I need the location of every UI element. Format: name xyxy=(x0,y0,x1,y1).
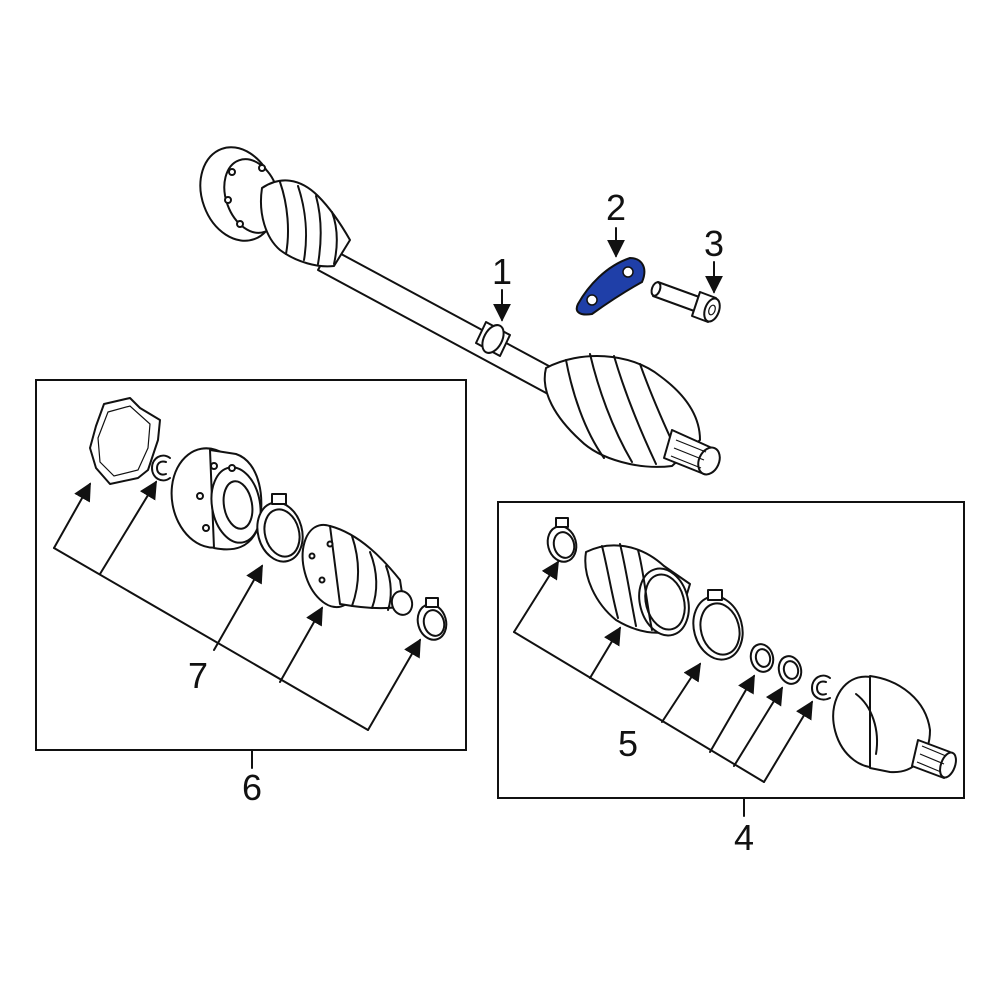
clamp-left-small[interactable] xyxy=(414,597,450,643)
washer-b[interactable] xyxy=(776,654,804,687)
circlip-right[interactable] xyxy=(811,674,831,701)
circlip-left[interactable] xyxy=(151,454,171,482)
bolt[interactable] xyxy=(650,281,723,324)
shield-plate[interactable] xyxy=(575,256,646,316)
inner-boot[interactable] xyxy=(294,519,415,617)
washer-a[interactable] xyxy=(748,642,776,675)
gasket[interactable] xyxy=(89,397,161,485)
inner-joint-housing[interactable] xyxy=(164,442,266,554)
outer-boot[interactable] xyxy=(584,543,696,641)
callout-5: 5 xyxy=(618,723,638,764)
outer-joint-kit-box xyxy=(497,501,965,799)
clamp-right-large[interactable] xyxy=(687,589,750,665)
callout-3: 3 xyxy=(704,223,724,264)
top-leader-lines xyxy=(493,227,723,322)
callout-4: 4 xyxy=(734,817,754,858)
callout-7: 7 xyxy=(188,655,208,696)
axle-shaft-assembly[interactable] xyxy=(188,137,724,478)
callout-6: 6 xyxy=(242,767,262,808)
right-leader-lines xyxy=(513,560,813,817)
clamp-left-large[interactable] xyxy=(251,493,309,567)
clamp-right-small[interactable] xyxy=(544,517,580,565)
callout-2: 2 xyxy=(606,187,626,228)
outer-cv-joint[interactable] xyxy=(823,668,959,779)
callout-1: 1 xyxy=(492,251,512,292)
left-leader-lines xyxy=(53,480,421,769)
